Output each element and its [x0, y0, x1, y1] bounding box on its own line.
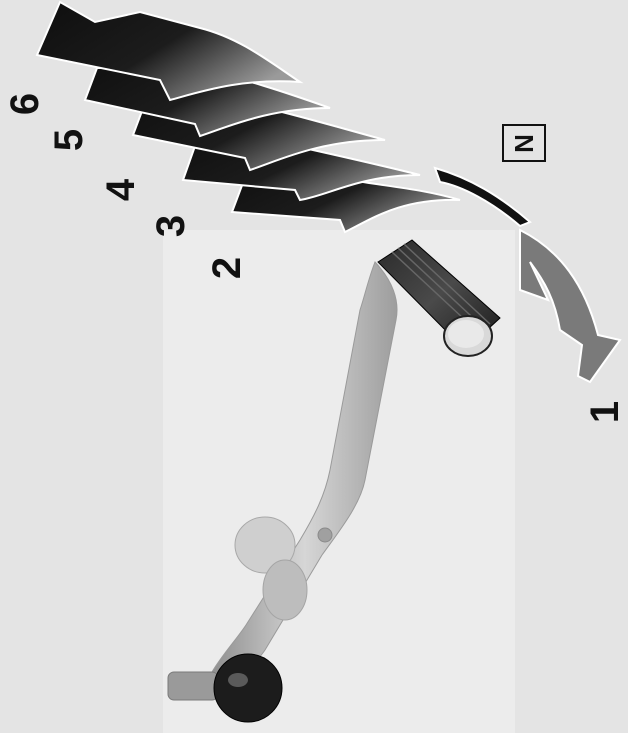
- gear-label-4: 4: [99, 178, 144, 202]
- neutral-arrow: [433, 166, 532, 228]
- gear-label-6: 6: [3, 92, 48, 116]
- downshift-arrow: [519, 228, 622, 384]
- arrow-gear-6: [35, 0, 304, 102]
- shift-lever: [211, 261, 398, 691]
- gear-label-5: 5: [47, 128, 92, 152]
- gear-label-1: 1: [583, 400, 628, 424]
- neutral-indicator: N: [502, 124, 546, 162]
- pivot-joint: [167, 653, 283, 723]
- gear-label-2: 2: [205, 256, 250, 280]
- foot-peg: [377, 239, 501, 357]
- gear-label-3: 3: [149, 214, 194, 238]
- upshift-arrows: [35, 0, 461, 234]
- neutral-label: N: [508, 133, 539, 153]
